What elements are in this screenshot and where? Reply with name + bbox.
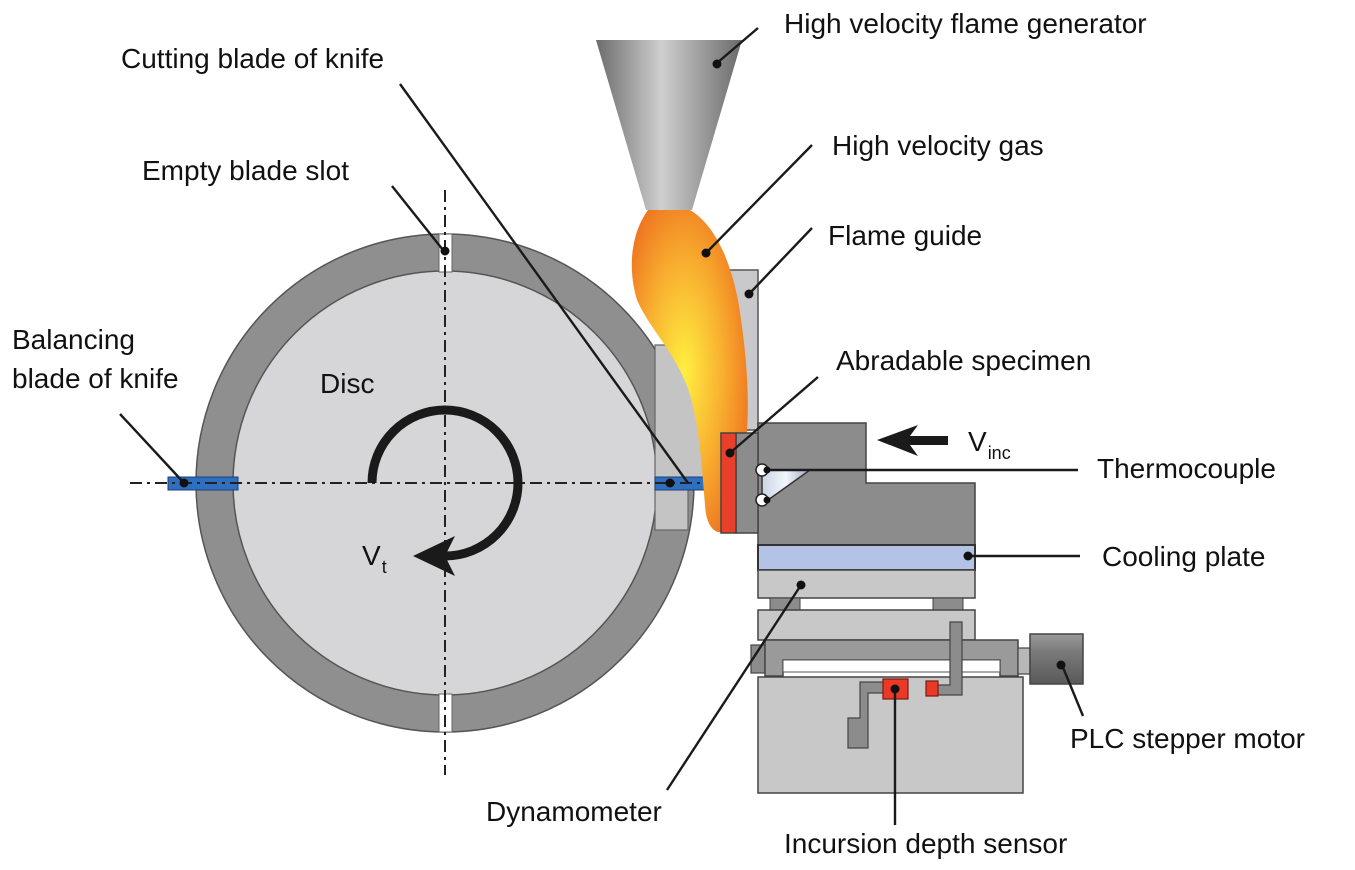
label-v-inc: Vinc [968,426,1011,463]
leader-cutting-blade [399,83,689,484]
incursion-velocity-arrow-icon [877,425,948,456]
high-velocity-gas-flame [631,210,748,533]
v-inc-subscript: inc [988,443,1011,463]
label-cutting-blade: Cutting blade of knife [121,43,384,74]
leader-balancing-blade [119,413,185,484]
dynamometer [757,569,976,599]
balancing-blade [167,476,239,491]
cooling-plate [757,544,976,571]
label-plc-stepper-motor: PLC stepper motor [1070,723,1305,754]
plc-stepper-motor [1029,633,1084,685]
leader-empty-slot [391,185,444,251]
pointer-dot [712,59,722,69]
label-dynamometer: Dynamometer [486,796,662,827]
slide-plate [757,609,976,641]
leader-high-velocity-gas [706,144,813,253]
label-v-t: Vt [362,540,387,577]
motor-coupling [1017,647,1031,675]
specimen-backing [735,432,759,534]
pointer-dot [796,580,806,590]
label-high-velocity-gas: High velocity gas [832,130,1044,161]
sensor-target [925,680,939,697]
v-t-subscript: t [382,557,387,577]
label-cooling-plate: Cooling plate [1102,541,1265,572]
pointer-dot [701,248,711,258]
v-inc-main: V [968,426,987,457]
label-abradable-specimen: Abradable specimen [836,345,1091,376]
dynamometer-foot-right [932,597,964,611]
v-t-main: V [362,540,381,571]
pointer-dot [179,478,189,488]
pointer-dot [440,246,450,256]
pointer-dot [890,684,900,694]
leader-dynamometer [665,584,803,791]
rotation-arrow-icon [367,405,523,576]
label-flame-guide: Flame guide [828,220,982,251]
leader-flame-generator [716,27,759,64]
abradable-specimen [720,432,737,534]
label-balancing-line2: blade of knife [12,363,179,394]
lead-screw-gap [782,659,1001,673]
label-incursion-depth-sensor: Incursion depth sensor [784,828,1067,859]
pointer-dot [725,448,735,458]
pointer-dot [763,496,771,504]
pointer-dot [1056,660,1066,670]
leader-plc-motor [1060,664,1085,717]
label-flame-generator: High velocity flame generator [784,8,1147,39]
leader-flame-guide [749,227,813,294]
label-thermocouple: Thermocouple [1097,453,1276,484]
pointer-dot [665,478,675,488]
pointer-dot [744,289,754,299]
label-balancing-line1: Balancing [12,324,135,355]
pointer-dot [763,466,771,474]
pointer-dot [963,551,973,561]
label-empty-blade-slot: Empty blade slot [142,155,349,186]
leader-specimen [730,376,819,453]
label-disc: Disc [320,368,374,399]
flame-generator-nozzle [596,40,742,210]
